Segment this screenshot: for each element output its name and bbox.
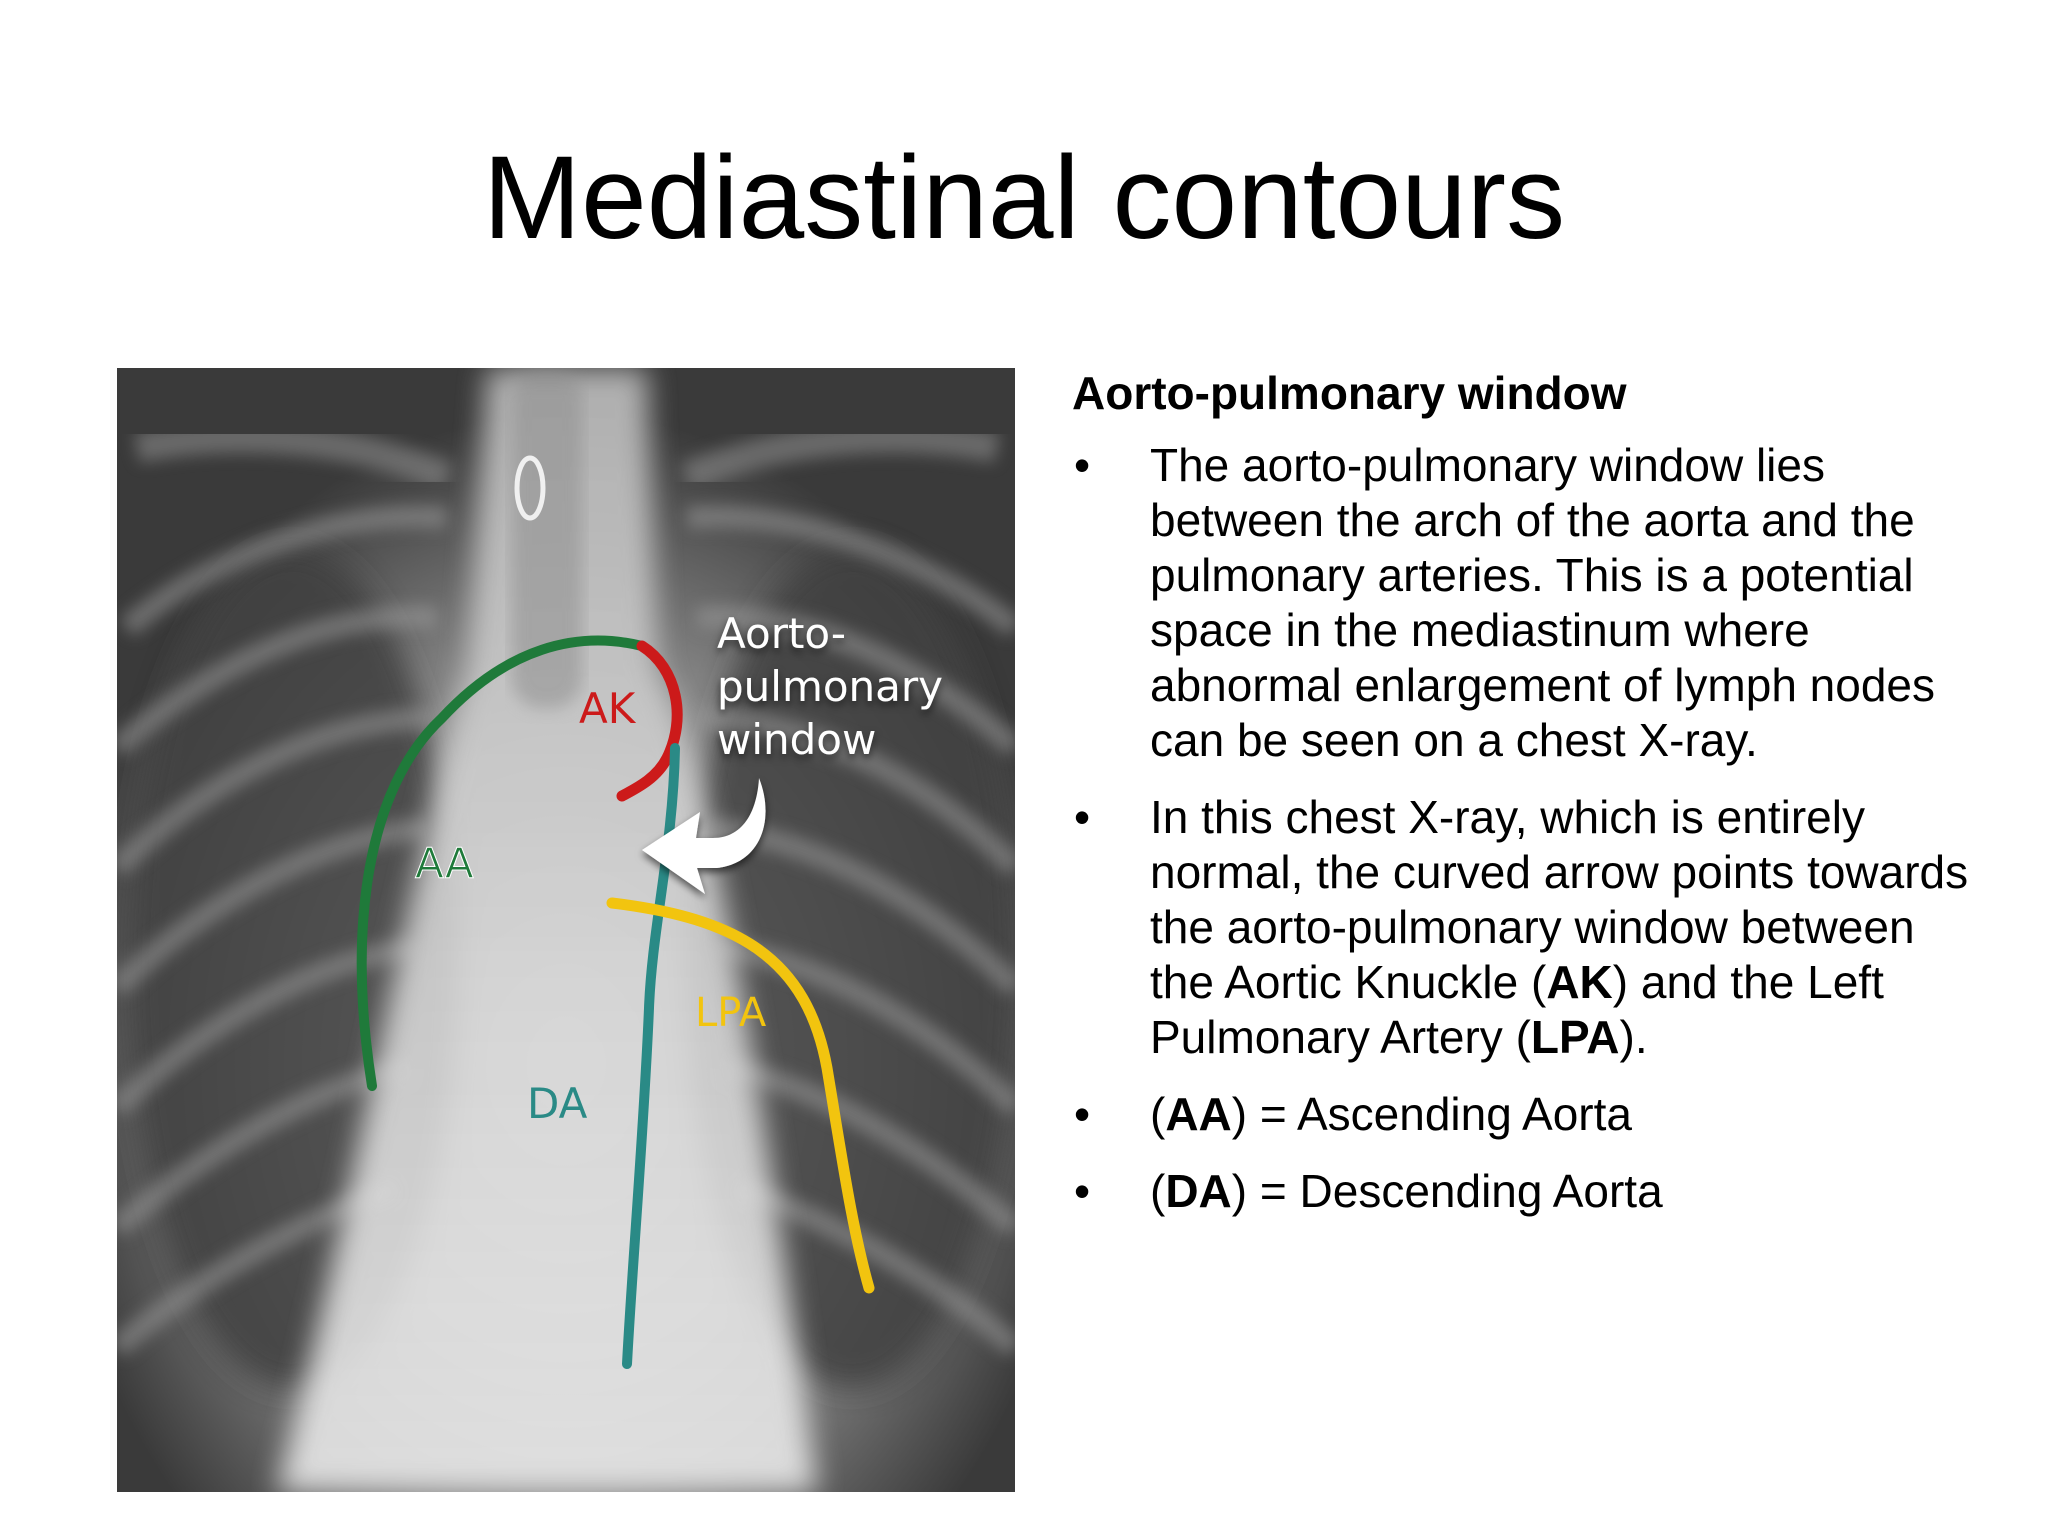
aa-label: AA	[415, 839, 474, 888]
svg-text:window: window	[717, 715, 876, 764]
lpa-contour-line	[606, 897, 875, 1294]
bullet-item: • The aorto-pulmonary window lies betwee…	[1072, 438, 1972, 768]
bullet-item: • (DA) = Descending Aorta	[1072, 1164, 1972, 1219]
bullet-list: • The aorto-pulmonary window lies betwee…	[1072, 438, 1972, 1219]
bold-abbreviation: AK	[1546, 956, 1613, 1008]
svg-text:Aorto-: Aorto-	[717, 609, 846, 658]
bullet-text-part: ) = Ascending Aorta	[1231, 1088, 1632, 1140]
slide-title: Mediastinal contours	[482, 132, 1566, 264]
bullet-icon: •	[1074, 439, 1091, 491]
bold-abbreviation: LPA	[1530, 1011, 1620, 1063]
bullet-icon: •	[1074, 1088, 1091, 1140]
ak-label: AK	[579, 684, 637, 733]
aorto-pulmonary-window-label: Aorto- pulmonary window	[717, 609, 943, 764]
bullet-text-part: (	[1150, 1088, 1166, 1140]
bold-abbreviation: DA	[1165, 1165, 1232, 1217]
panel-heading: Aorto-pulmonary window	[1072, 367, 1627, 419]
trachea	[512, 368, 582, 708]
lpa-label: LPA	[695, 990, 767, 1036]
svg-text:pulmonary: pulmonary	[717, 662, 943, 711]
bullet-text-part: (	[1150, 1165, 1166, 1217]
da-label: DA	[527, 1079, 588, 1128]
bullet-item: • (AA) = Ascending Aorta	[1072, 1087, 1972, 1142]
bullet-text: In this chest X-ray, which is entirely n…	[1150, 791, 1968, 1063]
clavicles	[134, 423, 1000, 492]
bullet-text: (AA) = Ascending Aorta	[1150, 1088, 1632, 1140]
bullet-text-part: ) = Descending Aorta	[1231, 1165, 1663, 1217]
bullet-text-part: ).	[1619, 1011, 1648, 1063]
bullet-text-part: In this chest X-ray, which is entirely n…	[1150, 791, 1969, 1008]
aa-contour-line	[356, 635, 647, 1091]
bullet-text: The aorto-pulmonary window lies between …	[1150, 439, 1936, 766]
bullet-item: • In this chest X-ray, which is entirely…	[1072, 790, 1972, 1065]
chest-xray-image: AK AA LPA DA Aorto- pulmonary window	[117, 368, 1015, 1492]
bullet-text: (DA) = Descending Aorta	[1150, 1165, 1663, 1217]
curved-arrow-icon	[642, 778, 766, 894]
mediastinum	[277, 368, 817, 1492]
vertebra-marker	[514, 455, 546, 521]
bullet-icon: •	[1074, 791, 1091, 843]
bullet-icon: •	[1074, 1165, 1091, 1217]
text-panel: Aorto-pulmonary window • The aorto-pulmo…	[1072, 362, 1972, 1241]
bullet-text-part: ) and the Left Pulmonary Artery (	[1150, 956, 1884, 1063]
bold-abbreviation: AA	[1165, 1088, 1232, 1140]
